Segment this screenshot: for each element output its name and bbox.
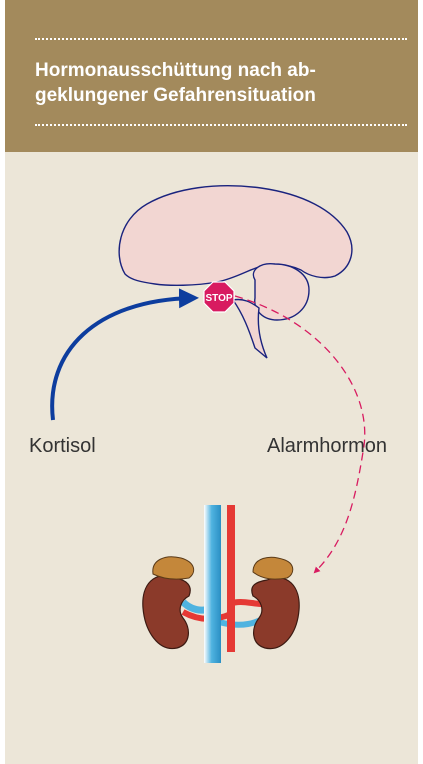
kortisol-arrow (52, 298, 193, 420)
kidneys-illustration (143, 505, 299, 663)
dotted-divider-top (35, 38, 407, 40)
header-banner: Hormonausschüttung nach ab- geklungener … (5, 0, 418, 152)
vena-cava (204, 505, 221, 663)
dotted-divider-bottom (35, 124, 407, 126)
left-adrenal-gland (153, 557, 194, 579)
stop-sign: STOP (204, 282, 234, 312)
cerebrum (119, 186, 352, 286)
alarmhormon-label: Alarmhormon (267, 435, 387, 458)
cerebellum (253, 264, 309, 320)
right-adrenal-gland (253, 557, 293, 579)
hormone-diagram: STOP (5, 152, 418, 764)
kortisol-label: Kortisol (29, 435, 96, 458)
brain-illustration (119, 186, 352, 358)
page-title: Hormonausschüttung nach ab- geklungener … (35, 58, 405, 108)
right-kidney (252, 578, 299, 649)
stop-sign-text: STOP (205, 293, 232, 304)
diagram-panel: STOP Kortisol Alarm (5, 152, 418, 764)
